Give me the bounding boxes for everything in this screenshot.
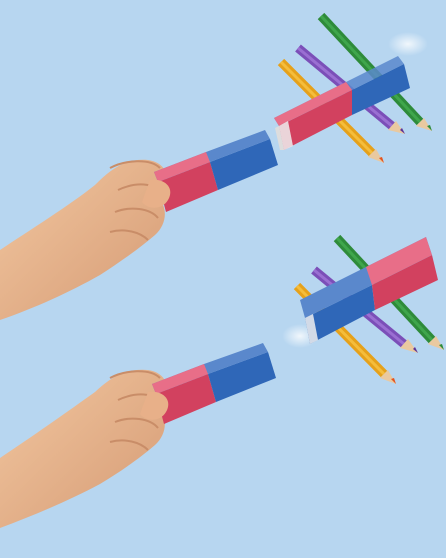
motion-blur-top: [388, 32, 428, 56]
